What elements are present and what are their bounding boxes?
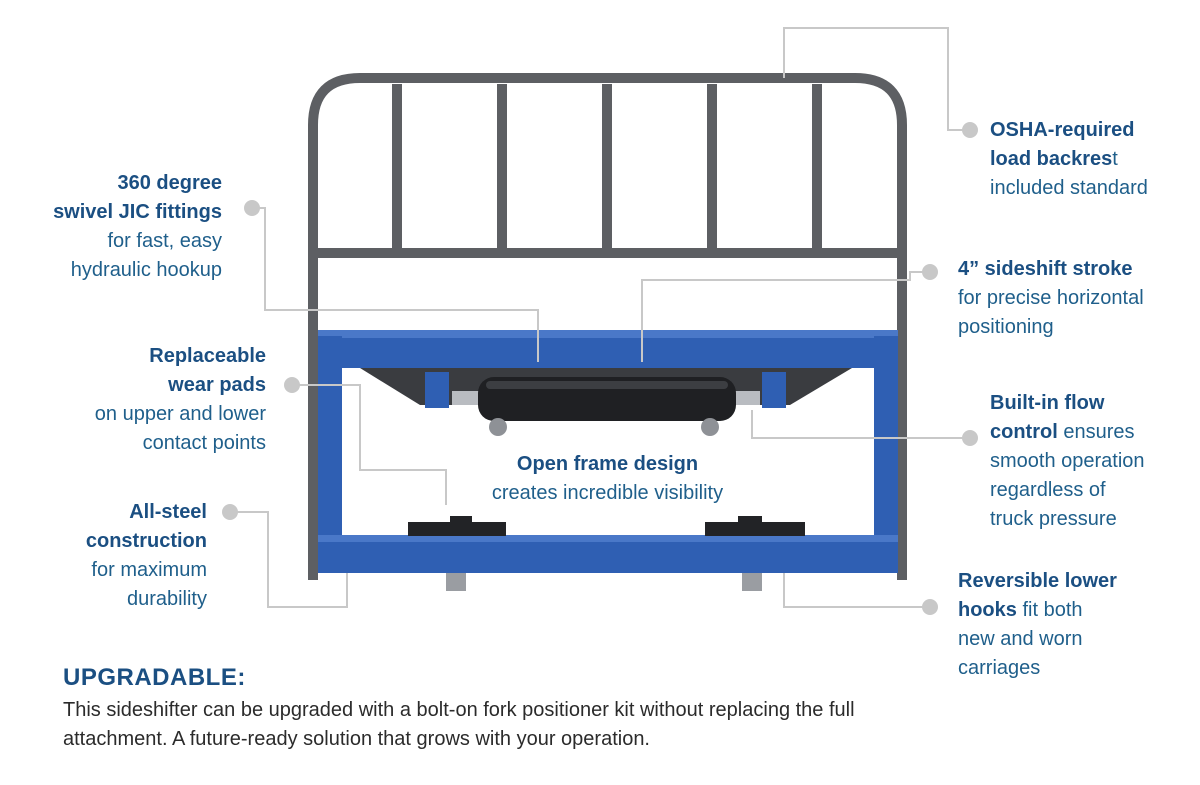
wearpads-desc-1: on upper and lower: [94, 403, 266, 425]
flow-desc-3: truck pressure: [990, 508, 1117, 530]
wearpads-title-1: Replaceable: [149, 345, 266, 367]
hydraulic-cylinder: [452, 377, 760, 436]
wearpads-title-2: wear pads: [168, 374, 266, 396]
steel-desc-2: durability: [126, 588, 207, 610]
stroke-title: 4” sideshift stroke: [958, 258, 1133, 280]
openframe-desc: creates incredible visibility: [491, 482, 724, 504]
callout-flow-control: Built-in flow control ensures smooth ope…: [990, 389, 1145, 534]
upgrade-heading: UPGRADABLE:: [63, 664, 246, 691]
fittings-desc-1: for fast, easy: [107, 230, 223, 252]
fittings-title-2: swivel JIC fittings: [53, 201, 222, 223]
flow-title-1: Built-in flow: [990, 392, 1105, 414]
steel-title-1: All-steel: [129, 501, 207, 523]
lower-hooks: [408, 516, 805, 591]
fittings-desc-2: hydraulic hookup: [70, 259, 222, 281]
backrest-desc: included standard: [990, 177, 1148, 199]
leader-dots: [222, 122, 978, 615]
flow-desc-2: regardless of: [990, 479, 1106, 501]
callout-lower-hooks: Reversible lower hooks fit both new and …: [958, 567, 1117, 683]
stroke-desc-1: for precise horizontal: [958, 287, 1144, 309]
fittings-title-1: 360 degree: [117, 172, 222, 194]
stroke-desc-2: positioning: [958, 316, 1054, 338]
callout-fittings: 360 degree swivel JIC fittings for fast,…: [30, 169, 222, 285]
hooks-desc-2: carriages: [958, 657, 1041, 679]
hooks-title-1: Reversible lower: [958, 570, 1117, 592]
callout-wear-pads: Replaceable wear pads on upper and lower…: [40, 342, 266, 458]
callout-open-frame: Open frame design creates incredible vis…: [450, 450, 765, 508]
hooks-title-2: hooks: [958, 599, 1017, 621]
load-backrest: [308, 73, 907, 580]
callout-stroke: 4” sideshift stroke for precise horizont…: [958, 255, 1144, 342]
openframe-title: Open frame design: [516, 453, 699, 475]
steel-desc-1: for maximum: [91, 559, 207, 581]
leader-lines: [230, 27, 970, 608]
sideshifter-frame: [318, 330, 898, 573]
backrest-title-tail: t: [1112, 148, 1118, 170]
flow-title-2: control: [990, 421, 1058, 443]
upgrade-description: This sideshifter can be upgraded with a …: [63, 699, 855, 750]
backrest-title-1: OSHA-required: [990, 119, 1135, 141]
wearpads-desc-2: contact points: [142, 432, 266, 454]
hooks-desc-1: new and worn: [958, 628, 1083, 650]
callout-backrest: OSHA-required load backrest included sta…: [990, 116, 1148, 203]
flow-desc-1: smooth operation: [990, 450, 1145, 472]
callout-all-steel: All-steel construction for maximum durab…: [40, 498, 207, 614]
backrest-title-2: load backres: [990, 148, 1113, 170]
flow-title-rest: ensures: [1057, 421, 1135, 443]
steel-title-2: construction: [85, 530, 207, 552]
hooks-title-rest: fit both: [1016, 599, 1083, 621]
